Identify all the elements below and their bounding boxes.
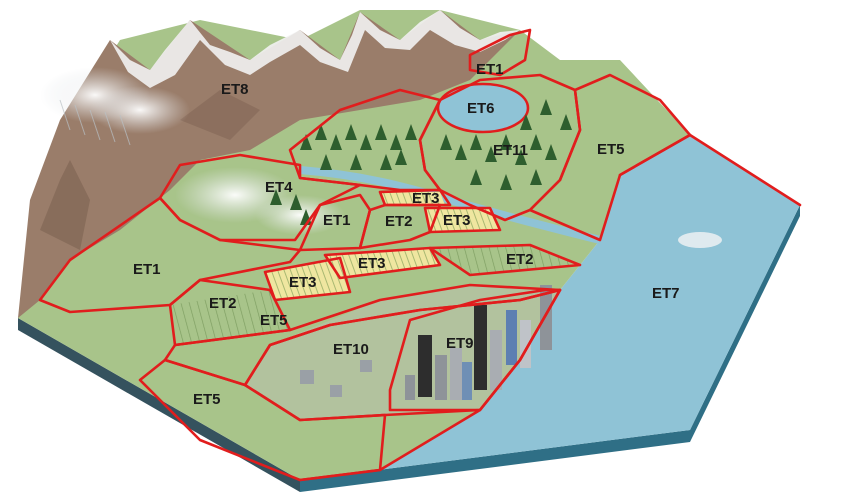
- label-et3-c: ET3: [289, 274, 317, 291]
- zone-boundaries: [38, 28, 802, 482]
- crop-field-et3-d: [425, 208, 500, 232]
- label-et2-east: ET2: [506, 251, 534, 268]
- label-et1-west: ET1: [133, 261, 161, 278]
- label-et10: ET10: [333, 341, 369, 358]
- label-et4: ET4: [265, 179, 293, 196]
- crop-field-et3-c: [380, 192, 445, 205]
- label-et1-top: ET1: [476, 61, 504, 78]
- forest-icon: [270, 99, 572, 225]
- label-et6: ET6: [467, 100, 495, 117]
- label-et3-b: ET3: [443, 212, 471, 229]
- label-et5-mid: ET5: [260, 312, 288, 329]
- label-et5-south: ET5: [193, 391, 221, 408]
- label-et5-east: ET5: [597, 141, 625, 158]
- label-et3-a: ET3: [412, 190, 440, 207]
- label-et11: ET11: [493, 142, 528, 159]
- terrain-base-edge: [18, 318, 300, 492]
- label-et2-west: ET2: [209, 295, 237, 312]
- building-icon: [300, 285, 552, 400]
- river: [299, 166, 601, 244]
- label-et3-d: ET3: [358, 255, 386, 272]
- lake-icon: [436, 82, 530, 134]
- label-et7: ET7: [652, 285, 680, 302]
- crop-field-et3-b: [325, 248, 440, 278]
- label-et9: ET9: [446, 335, 474, 352]
- label-et8: ET8: [221, 81, 249, 98]
- field-et2-west: [170, 290, 290, 345]
- rain-icon: [59, 99, 131, 146]
- label-et2-mid: ET2: [385, 213, 413, 230]
- label-et1-mid: ET1: [323, 212, 351, 229]
